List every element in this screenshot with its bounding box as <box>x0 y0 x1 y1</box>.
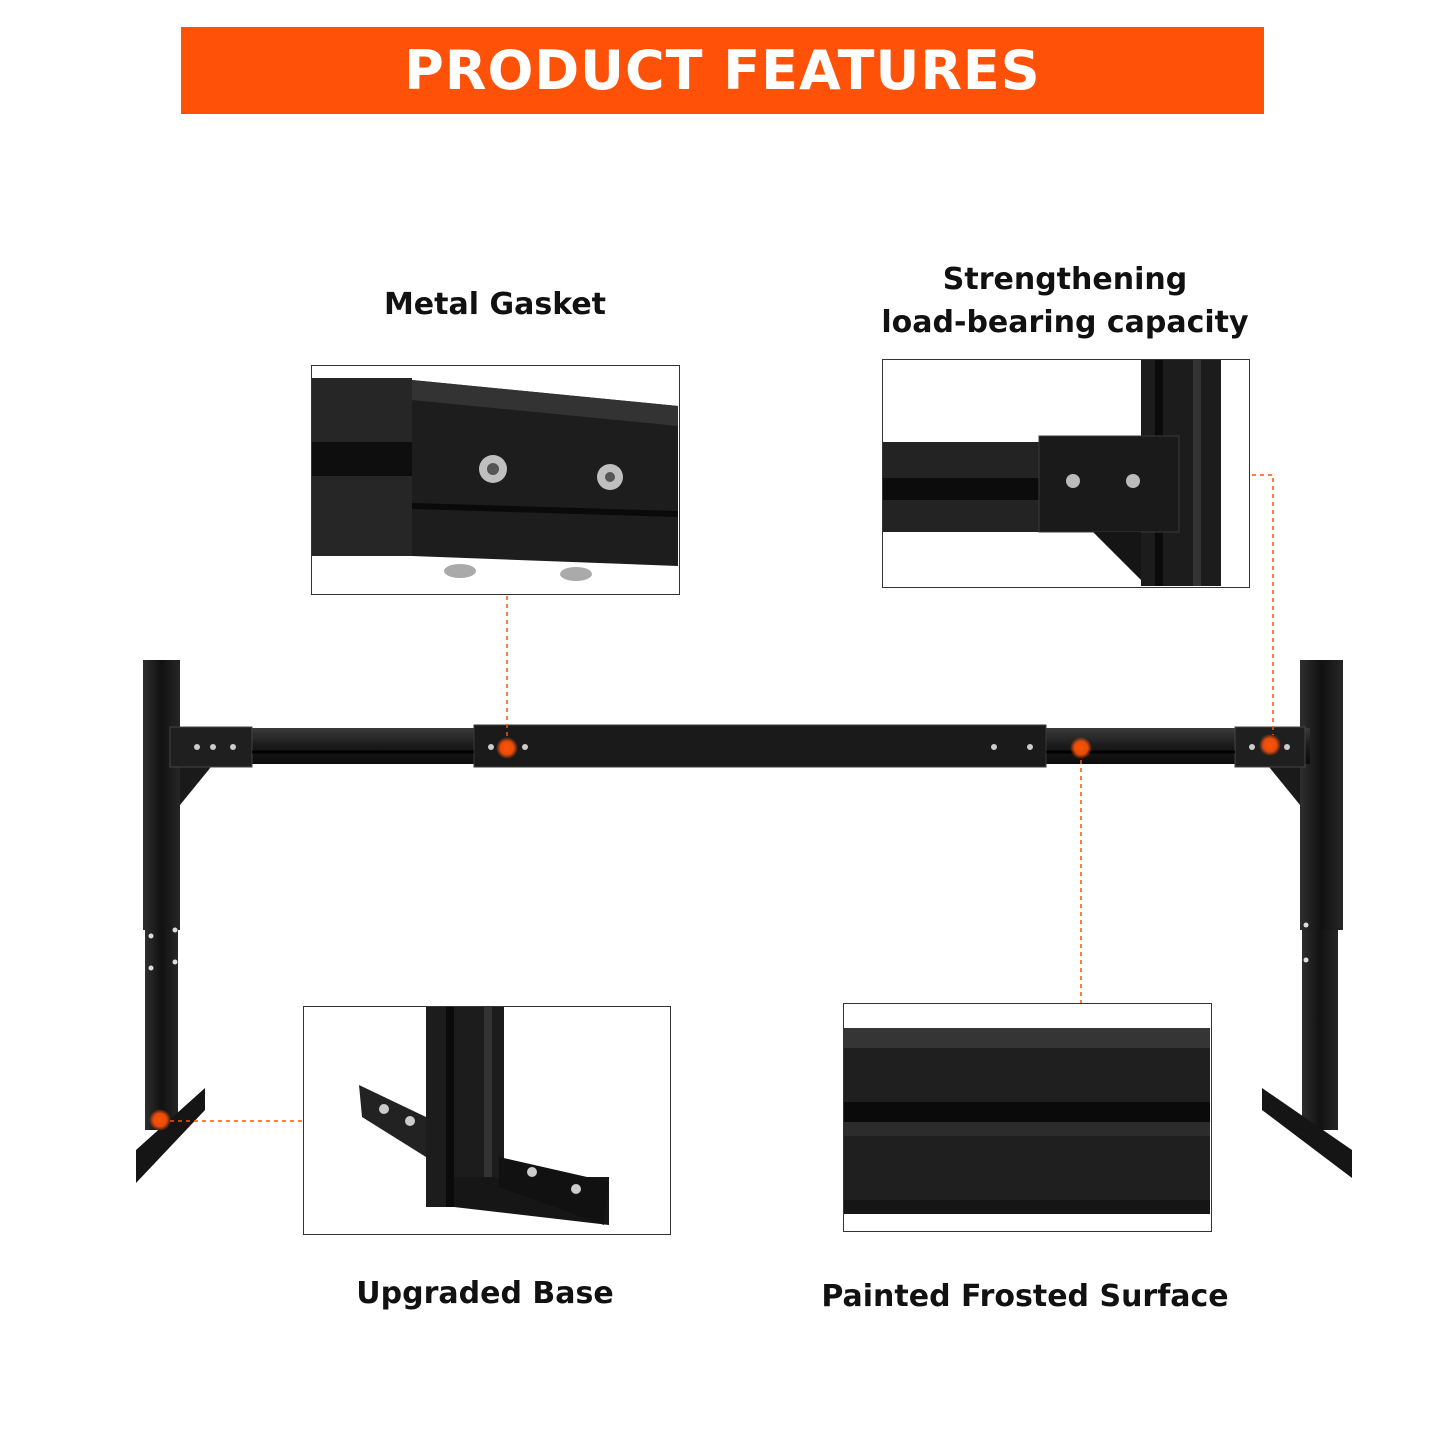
callout-dot-gasket <box>496 737 518 759</box>
panel-painted-frosted-surface <box>843 1003 1212 1232</box>
panel-upgraded-base <box>303 1006 671 1235</box>
label-painted-frosted-surface: Painted Frosted Surface <box>821 1279 1229 1314</box>
label-strengthening-line2: load-bearing capacity <box>881 305 1249 340</box>
panel-metal-gasket <box>311 365 680 595</box>
panel-strengthening <box>882 359 1250 588</box>
features-banner: PRODUCT FEATURES <box>181 27 1264 114</box>
callout-dot-base <box>149 1109 171 1131</box>
label-upgraded-base: Upgraded Base <box>356 1276 614 1311</box>
left-upright <box>136 660 215 1183</box>
callout-lines <box>170 474 1274 1122</box>
label-strengthening-line1: Strengthening <box>942 262 1188 297</box>
label-metal-gasket: Metal Gasket <box>383 287 607 322</box>
callout-dot-surface <box>1070 737 1092 759</box>
banner-title: PRODUCT FEATURES <box>404 39 1041 102</box>
crossbar <box>169 724 1310 768</box>
right-upright <box>1262 660 1352 1178</box>
callout-dot-strength <box>1259 734 1281 756</box>
